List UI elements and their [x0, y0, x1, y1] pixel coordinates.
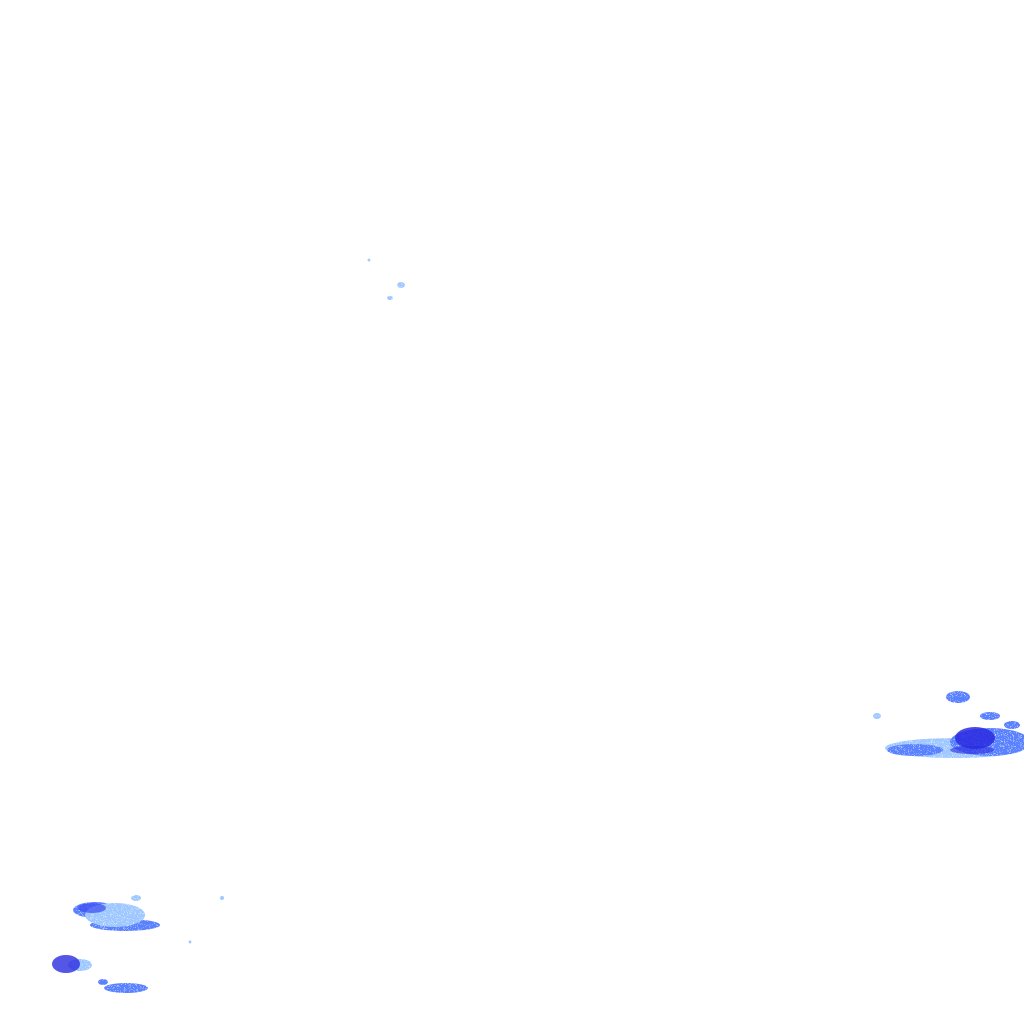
- precip-core-east: [955, 727, 995, 749]
- precip-cell-north: [367, 258, 405, 300]
- precip-cluster-southwest: [52, 895, 224, 993]
- precip-cluster-east: [873, 691, 1024, 758]
- precip-core-southwest: [52, 955, 80, 973]
